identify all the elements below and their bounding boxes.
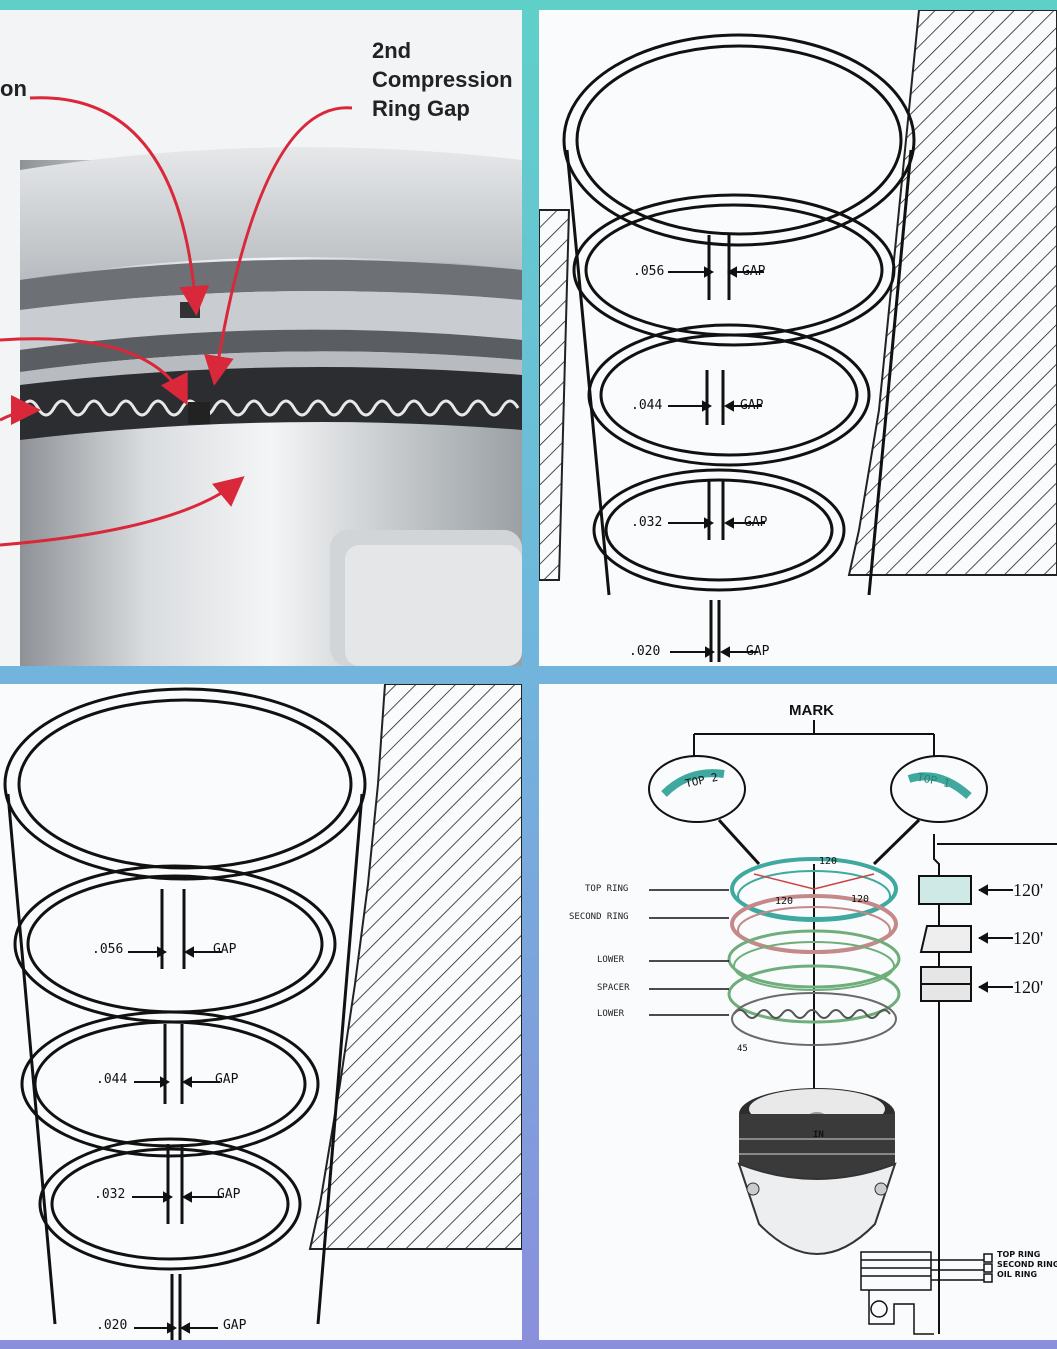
ring-gap-diagram-b: .056 GAP .044 GAP .032 GAP .020 GAP <box>0 684 522 1340</box>
gap-value-1: .056 <box>633 264 665 279</box>
gap-row-2: .044 GAP <box>631 398 763 413</box>
ring-angle-right: 120 <box>851 894 870 905</box>
ring-label-3: LOWER <box>597 955 625 965</box>
gap-value-3: .032 <box>94 1187 126 1202</box>
callout-2nd-compression-ring-gap: 2nd Compression Ring Gap <box>372 36 522 123</box>
ring-orientation-illustration <box>648 720 1057 1335</box>
gap-value-4: .020 <box>96 1318 128 1333</box>
ring-stack-illustration-a <box>539 10 1057 662</box>
ring-gap-diagram-a: .056 GAP .044 GAP .032 GAP .020 GAP <box>539 10 1057 666</box>
gap-row-2: .044 GAP <box>96 1072 238 1087</box>
side-angle-3: 120' <box>1013 977 1044 997</box>
gap-label-2: GAP <box>739 398 764 413</box>
gap-value-2: .044 <box>631 398 663 413</box>
legend-oil-ring: OIL RING <box>997 1270 1038 1279</box>
side-angle-2: 120' <box>1013 928 1044 948</box>
gap-row-4: .020 GAP <box>96 1318 246 1333</box>
mark-title: MARK <box>789 702 834 719</box>
gap-row-4: .020 GAP <box>629 644 769 659</box>
ring-stack-illustration-b <box>3 684 522 1340</box>
legend-second-ring: SECOND RING <box>997 1260 1057 1269</box>
ring-label-2: SECOND RING <box>569 912 629 922</box>
callout-line-3: Ring Gap <box>372 96 470 121</box>
gap-label-3: GAP <box>743 515 768 530</box>
gap-value-1: .056 <box>92 942 124 957</box>
gap-label-1: GAP <box>212 942 237 957</box>
callout-line-1: 2nd <box>372 38 412 63</box>
bottom-angle: 45 <box>737 1044 748 1054</box>
callout-line-2: Compression <box>372 67 513 92</box>
gap-label-2: GAP <box>214 1072 239 1087</box>
gap-label-1: GAP <box>741 264 766 279</box>
side-angle-1: 120' <box>1013 880 1044 900</box>
ring-label-1: TOP RING <box>585 884 629 894</box>
gap-row-3: .032 GAP <box>94 1187 240 1202</box>
piston-photo-panel: on 2nd Compression Ring Gap <box>0 10 522 666</box>
ring-orientation-diagram: MARK TOP 2 TOP 1 120 120 120 TOP RING SE… <box>539 684 1057 1340</box>
left-label-fragment: on <box>0 76 27 101</box>
gap-value-3: .032 <box>631 515 663 530</box>
ring-angle-top: 120 <box>819 856 838 867</box>
gap-label-3: GAP <box>216 1187 241 1202</box>
legend-top-ring: TOP RING <box>997 1250 1041 1259</box>
ring-angle-left: 120 <box>775 896 794 907</box>
gap-row-1: .056 GAP <box>633 264 765 279</box>
legend: TOP RING SECOND RING OIL RING <box>997 1250 1057 1280</box>
gap-value-4: .020 <box>629 644 661 659</box>
gap-label-4: GAP <box>745 644 770 659</box>
gap-label-4: GAP <box>222 1318 247 1333</box>
gap-row-1: .056 GAP <box>92 942 236 957</box>
gap-value-2: .044 <box>96 1072 128 1087</box>
ring-label-5: LOWER <box>597 1009 625 1019</box>
gap-row-3: .032 GAP <box>631 515 767 530</box>
pin-mark: IN <box>813 1130 824 1140</box>
ring-label-4: SPACER <box>597 983 630 993</box>
